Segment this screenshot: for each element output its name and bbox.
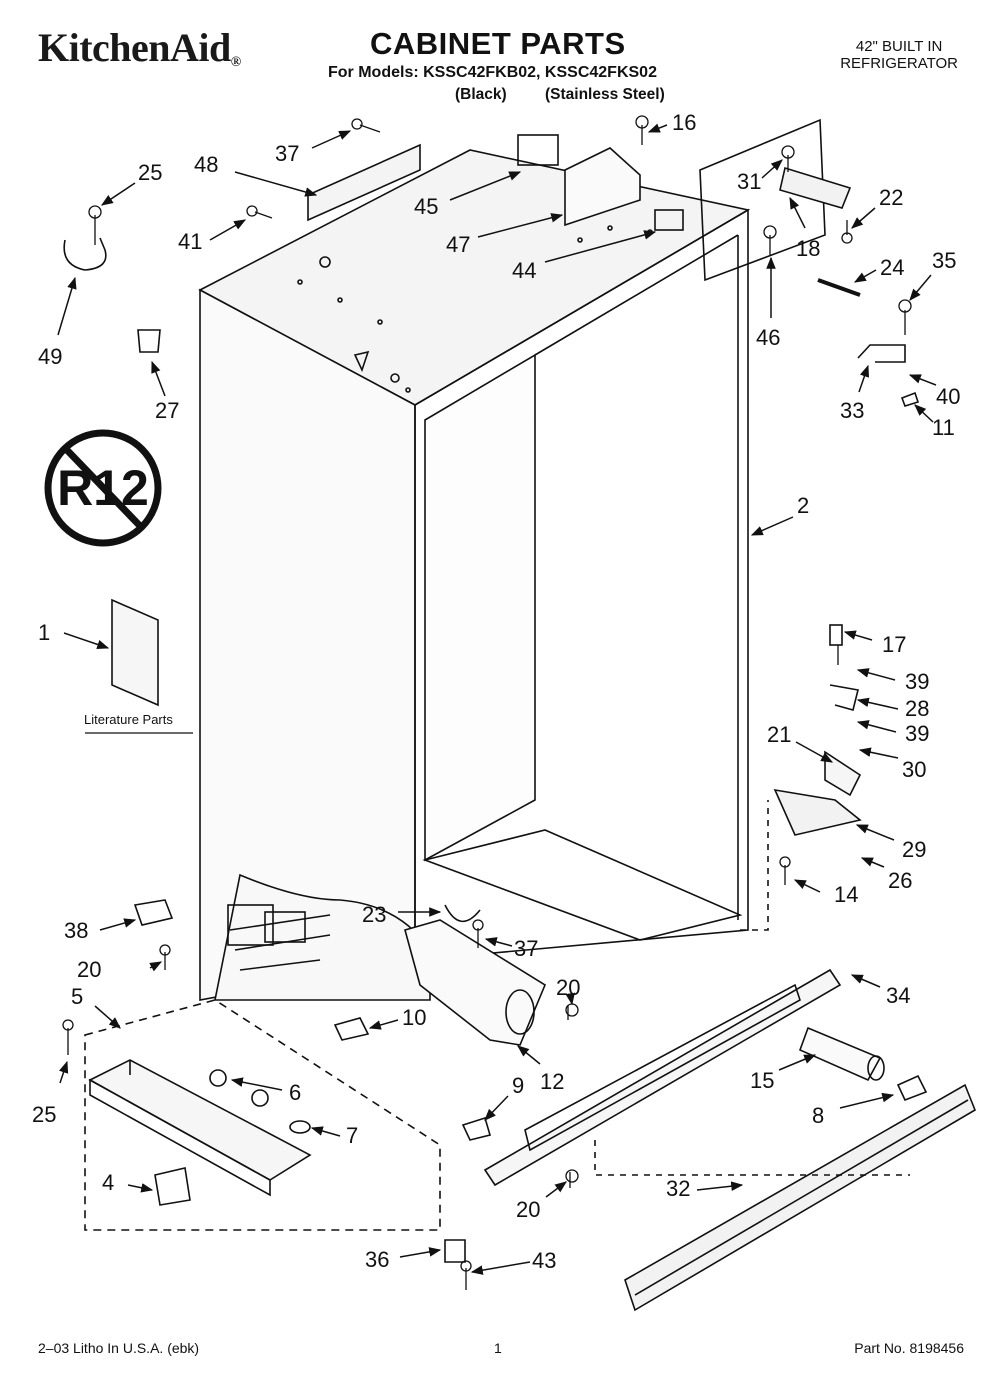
- callout-numbers: 1 2 4 5 6 7 8 9 10 11 12 14 15 16 17 18 …: [32, 110, 960, 1273]
- callout-36: 36: [365, 1247, 389, 1272]
- callout-17: 17: [882, 632, 906, 657]
- callout-44: 44: [512, 258, 536, 283]
- leader-lines: [57, 123, 937, 1275]
- callout-16: 16: [672, 110, 696, 135]
- callout-25-top: 25: [138, 160, 162, 185]
- callout-45: 45: [414, 194, 438, 219]
- part-number: Part No. 8198456: [854, 1340, 964, 1356]
- product-descriptor: 42" BUILT IN REFRIGERATOR: [840, 38, 958, 72]
- kitchenaid-logo: KitchenAid®: [38, 24, 241, 71]
- callout-6: 6: [289, 1080, 301, 1105]
- page-number: 1: [494, 1340, 502, 1356]
- callout-33: 33: [840, 398, 864, 423]
- cabinet-right-side: [414, 208, 749, 961]
- callout-12: 12: [540, 1069, 564, 1094]
- callout-10: 10: [402, 1005, 426, 1030]
- callout-14: 14: [834, 882, 858, 907]
- product-line-1: 42" BUILT IN: [855, 38, 943, 55]
- callout-37-top: 37: [275, 141, 299, 166]
- callout-22: 22: [879, 185, 903, 210]
- cabinet-interior: [424, 353, 536, 862]
- callout-23: 23: [362, 902, 386, 927]
- callout-39-upper: 39: [905, 669, 929, 694]
- brand-name: KitchenAid: [38, 25, 231, 70]
- callout-18: 18: [796, 236, 820, 261]
- cabinet-left-side: [199, 288, 416, 1001]
- callout-1: 1: [38, 620, 50, 645]
- callout-37-tube: 37: [514, 936, 538, 961]
- callout-30: 30: [902, 757, 926, 782]
- models-line: For Models: KSSC42FKB02, KSSC42FKS02: [328, 64, 657, 81]
- callout-11: 11: [932, 415, 955, 440]
- callout-24: 24: [880, 255, 904, 280]
- variant-black: (Black): [455, 86, 507, 103]
- litho-note: 2–03 Litho In U.S.A. (ebk): [38, 1340, 200, 1356]
- callout-20-left: 20: [77, 957, 101, 982]
- callout-41: 41: [178, 229, 202, 254]
- cabinet-drawing: [62, 115, 976, 1312]
- callout-28: 28: [905, 696, 929, 721]
- callout-31: 31: [737, 169, 761, 194]
- callout-43: 43: [532, 1248, 556, 1273]
- callout-38: 38: [64, 918, 88, 943]
- callout-47: 47: [446, 232, 470, 257]
- callout-20-tube: 20: [556, 975, 580, 1000]
- callout-34: 34: [886, 983, 910, 1008]
- callout-49: 49: [38, 344, 62, 369]
- page-title: CABINET PARTS: [370, 26, 626, 61]
- callout-46: 46: [756, 325, 780, 350]
- callout-35: 35: [932, 248, 956, 273]
- literature-parts-label: Literature Parts: [84, 712, 173, 727]
- callout-29: 29: [902, 837, 926, 862]
- callout-40: 40: [936, 384, 960, 409]
- callout-15: 15: [750, 1068, 774, 1093]
- callout-27: 27: [155, 398, 179, 423]
- callout-7: 7: [346, 1123, 358, 1148]
- no-r12-badge: R12: [44, 429, 162, 547]
- callout-5: 5: [71, 984, 83, 1009]
- registered-mark: ®: [230, 55, 241, 70]
- callout-32: 32: [666, 1176, 690, 1201]
- callout-8: 8: [812, 1103, 824, 1128]
- product-line-2: REFRIGERATOR: [840, 55, 958, 72]
- callout-21: 21: [767, 722, 791, 747]
- callout-26: 26: [888, 868, 912, 893]
- callout-20-bottom: 20: [516, 1197, 540, 1222]
- callout-2: 2: [797, 493, 809, 518]
- callout-9: 9: [512, 1073, 524, 1098]
- callout-39-lower: 39: [905, 721, 929, 746]
- cabinet-floor-pan: [422, 829, 743, 941]
- callout-25-bottom: 25: [32, 1102, 56, 1127]
- callout-4: 4: [102, 1170, 114, 1195]
- variant-stainless: (Stainless Steel): [545, 86, 665, 103]
- callout-48: 48: [194, 152, 218, 177]
